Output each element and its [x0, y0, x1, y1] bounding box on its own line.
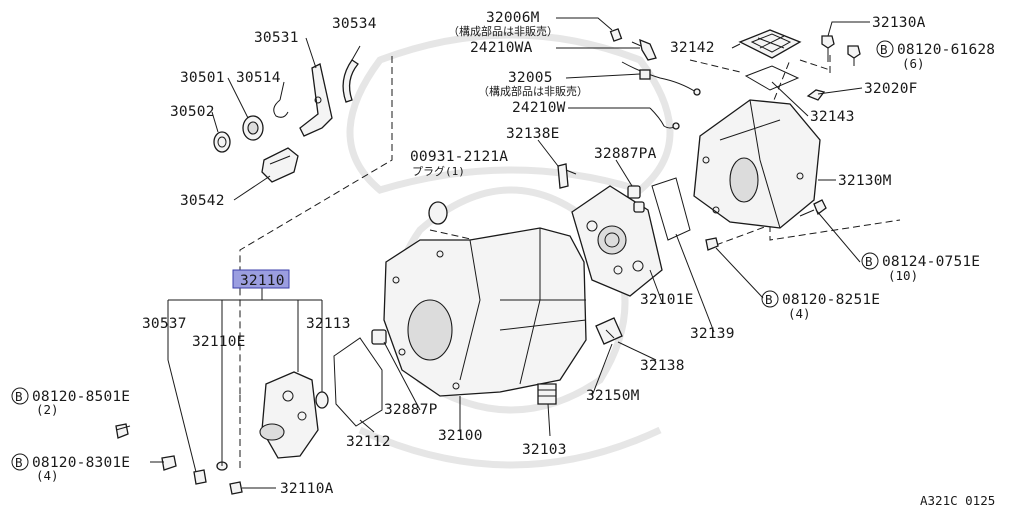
note-00931-2121A: プラグ(1): [412, 164, 465, 178]
label-32110: 32110: [240, 273, 285, 289]
part-08120-8301E-bolt: [161, 455, 177, 471]
part-32100-transmission-case: [383, 227, 587, 397]
part-32130M-extension-housing: [693, 99, 821, 229]
label-24210WA: 24210WA: [470, 40, 533, 56]
label-32142: 32142: [670, 40, 715, 56]
part-30531-withdrawal-lever: [299, 63, 333, 137]
part-32103-mount: [537, 383, 557, 405]
label-32005: 32005: [508, 70, 553, 86]
part-08120-8501E-bolt: [115, 423, 129, 439]
part-32887P-dowel: [371, 329, 387, 345]
bolt-symbol-08124-0751E: B: [861, 252, 879, 270]
label-30501: 30501: [180, 70, 225, 86]
svg-text:B: B: [865, 254, 873, 269]
label-32138E: 32138E: [506, 126, 560, 142]
label-08120-61628: 08120-61628: [897, 42, 995, 58]
part-24210WA-harness: [621, 38, 701, 96]
label-32103: 32103: [522, 442, 567, 458]
part-32020F-plug: [806, 89, 826, 101]
svg-text:B: B: [15, 455, 23, 470]
label-32139: 32139: [690, 326, 735, 342]
bolt-symbol-08120-8301E: B: [11, 453, 29, 471]
label-32020F: 32020F: [864, 81, 918, 97]
note-32005: （構成部品は非販売）: [478, 84, 588, 98]
part-32005-sensor: [639, 69, 651, 80]
label-32112: 32112: [346, 434, 391, 450]
label-32887PA: 32887PA: [594, 146, 657, 162]
label-32143: 32143: [810, 109, 855, 125]
part-32112-gasket: [333, 337, 383, 427]
part-30542-boot: [261, 147, 299, 183]
part-32138-cover: [595, 317, 623, 345]
highlight-32110: [232, 269, 290, 289]
part-30537-pivot-pin: [193, 469, 207, 485]
part-32101E-adapter-plate: [571, 185, 663, 297]
leader-lines: [115, 17, 870, 489]
part-24210W-harness-bracket: [649, 107, 680, 130]
label-32006M: 32006M: [486, 10, 540, 26]
qty-08120-8501E: (2): [36, 402, 59, 417]
svg-text:B: B: [880, 42, 888, 57]
part-30514-return-spring: [273, 99, 289, 118]
svg-text:B: B: [765, 292, 773, 307]
qty-08124-0751E: (10): [888, 268, 918, 283]
label-32100: 32100: [438, 428, 483, 444]
label-08124-0751E: 08124-0751E: [882, 254, 980, 270]
part-32142-extension-cover: [738, 29, 802, 59]
label-30534: 30534: [332, 16, 377, 32]
label-32150M: 32150M: [586, 388, 640, 404]
part-32110A-bolt: [229, 481, 243, 495]
qty-08120-8301E: (4): [36, 468, 59, 483]
label-08120-8251E: 08120-8251E: [782, 292, 880, 308]
label-32138: 32138: [640, 358, 685, 374]
label-32130A: 32130A: [872, 15, 926, 31]
bolt-symbol-08120-61628: B: [876, 40, 894, 58]
part-00931-2121A-plug: [428, 201, 448, 225]
part-32113-oil-seal: [315, 391, 329, 409]
note-32006M: （構成部品は非販売）: [448, 24, 558, 38]
part-32130A-bolt: [821, 35, 835, 62]
part-32887PA-dowel: [627, 185, 645, 213]
part-30501-release-bearing: [242, 115, 264, 141]
part-08120-61628-bolt: [847, 45, 861, 66]
diagram-reference-code: A321C 0125: [920, 493, 995, 508]
label-30531: 30531: [254, 30, 299, 46]
label-30502: 30502: [170, 104, 215, 120]
label-30514: 30514: [236, 70, 281, 86]
label-08120-8301E: 08120-8301E: [32, 455, 130, 471]
part-08120-8251E-bolt: [705, 237, 719, 251]
label-32110A: 32110A: [280, 481, 334, 497]
label-08120-8501E: 08120-8501E: [32, 389, 130, 405]
qty-08120-8251E: (4): [788, 306, 811, 321]
part-32139-gasket: [651, 177, 691, 241]
label-30537: 30537: [142, 316, 187, 332]
part-labels: 30534 30531 30501 30514 30502 30542 3200…: [11, 10, 995, 508]
label-00931-2121A: 00931-2121A: [410, 149, 508, 165]
label-32887P: 32887P: [384, 402, 438, 418]
label-32110E: 32110E: [192, 334, 246, 350]
part-32110-front-cover: [259, 371, 319, 459]
label-32113: 32113: [306, 316, 351, 332]
bolt-symbol-08120-8501E: B: [11, 387, 29, 405]
part-30534-spring-clip: [342, 59, 359, 103]
bolt-symbol-08120-8251E: B: [761, 290, 779, 308]
part-32138E-bracket: [557, 163, 577, 189]
label-30542: 30542: [180, 193, 225, 209]
qty-08120-61628: (6): [902, 56, 925, 71]
part-32143-gasket: [744, 65, 800, 91]
label-32130M: 32130M: [838, 173, 892, 189]
svg-text:B: B: [15, 389, 23, 404]
label-24210W: 24210W: [512, 100, 566, 116]
part-30502-bushing: [213, 131, 231, 153]
label-32101E: 32101E: [640, 292, 694, 308]
